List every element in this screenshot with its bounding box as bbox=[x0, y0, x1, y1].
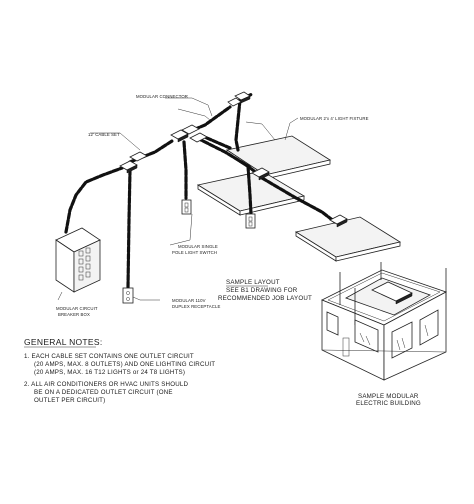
light-switch-1 bbox=[181, 199, 192, 215]
label-receptacle-line1: MODULAR 110V bbox=[172, 298, 206, 303]
light-fixture-3 bbox=[294, 216, 402, 262]
label-switch-line1: MODULAR SINGLE bbox=[178, 244, 218, 249]
light-switch-2 bbox=[245, 213, 256, 229]
general-notes-title: GENERAL NOTES: bbox=[24, 337, 103, 347]
label-building-line1: SAMPLE MODULAR bbox=[358, 393, 419, 400]
label-light-fixture: MODULAR 2'x 4' LIGHT FIXTURE bbox=[300, 116, 369, 121]
sample-layout-line2: RECOMMENDED JOB LAYOUT bbox=[218, 295, 312, 302]
light-fixture-1 bbox=[225, 135, 332, 180]
label-modular-connector: MODULAR CONNECTOR bbox=[136, 94, 188, 99]
note2-line3: OUTLET PER CIRCUIT) bbox=[34, 397, 105, 404]
label-switch-line2: POLE LIGHT SWITCH bbox=[172, 250, 217, 255]
modular-connectors bbox=[119, 91, 348, 228]
leader-lines bbox=[57, 97, 299, 301]
note1-line1: 1. EACH CABLE SET CONTAINS ONE OUTLET CI… bbox=[24, 353, 194, 360]
sample-layout-line1: SEE B1 DRAWING FOR bbox=[226, 287, 298, 294]
note2-line1: 2. ALL AIR CONDITIONERS OR HVAC UNITS SH… bbox=[24, 381, 189, 388]
note1-line2: (20 AMPS, MAX. 8 OUTLETS) AND ONE LIGHTI… bbox=[34, 361, 215, 368]
cable-run bbox=[64, 92, 337, 289]
note1-line3: (20 AMPS, MAX. 16 T12 LIGHTS or 24 T8 LI… bbox=[34, 369, 185, 376]
sample-layout-title: SAMPLE LAYOUT bbox=[226, 279, 280, 286]
breaker-box bbox=[55, 227, 101, 293]
label-breaker-line1: MODULAR CIRCUIT bbox=[56, 306, 98, 311]
label-receptacle-line2: DUPLEX RECEPTACLE bbox=[172, 304, 220, 309]
label-breaker-line2: BREAKER BOX bbox=[58, 312, 90, 317]
duplex-receptacle bbox=[122, 287, 134, 304]
note2-line2: BE ON A DEDICATED OUTLET CIRCUIT (ONE bbox=[34, 389, 173, 396]
label-cable-set: 12' CABLE SET bbox=[88, 132, 120, 137]
sample-building bbox=[321, 262, 448, 381]
label-building-line2: ELECTRIC BUILDING bbox=[356, 400, 421, 407]
